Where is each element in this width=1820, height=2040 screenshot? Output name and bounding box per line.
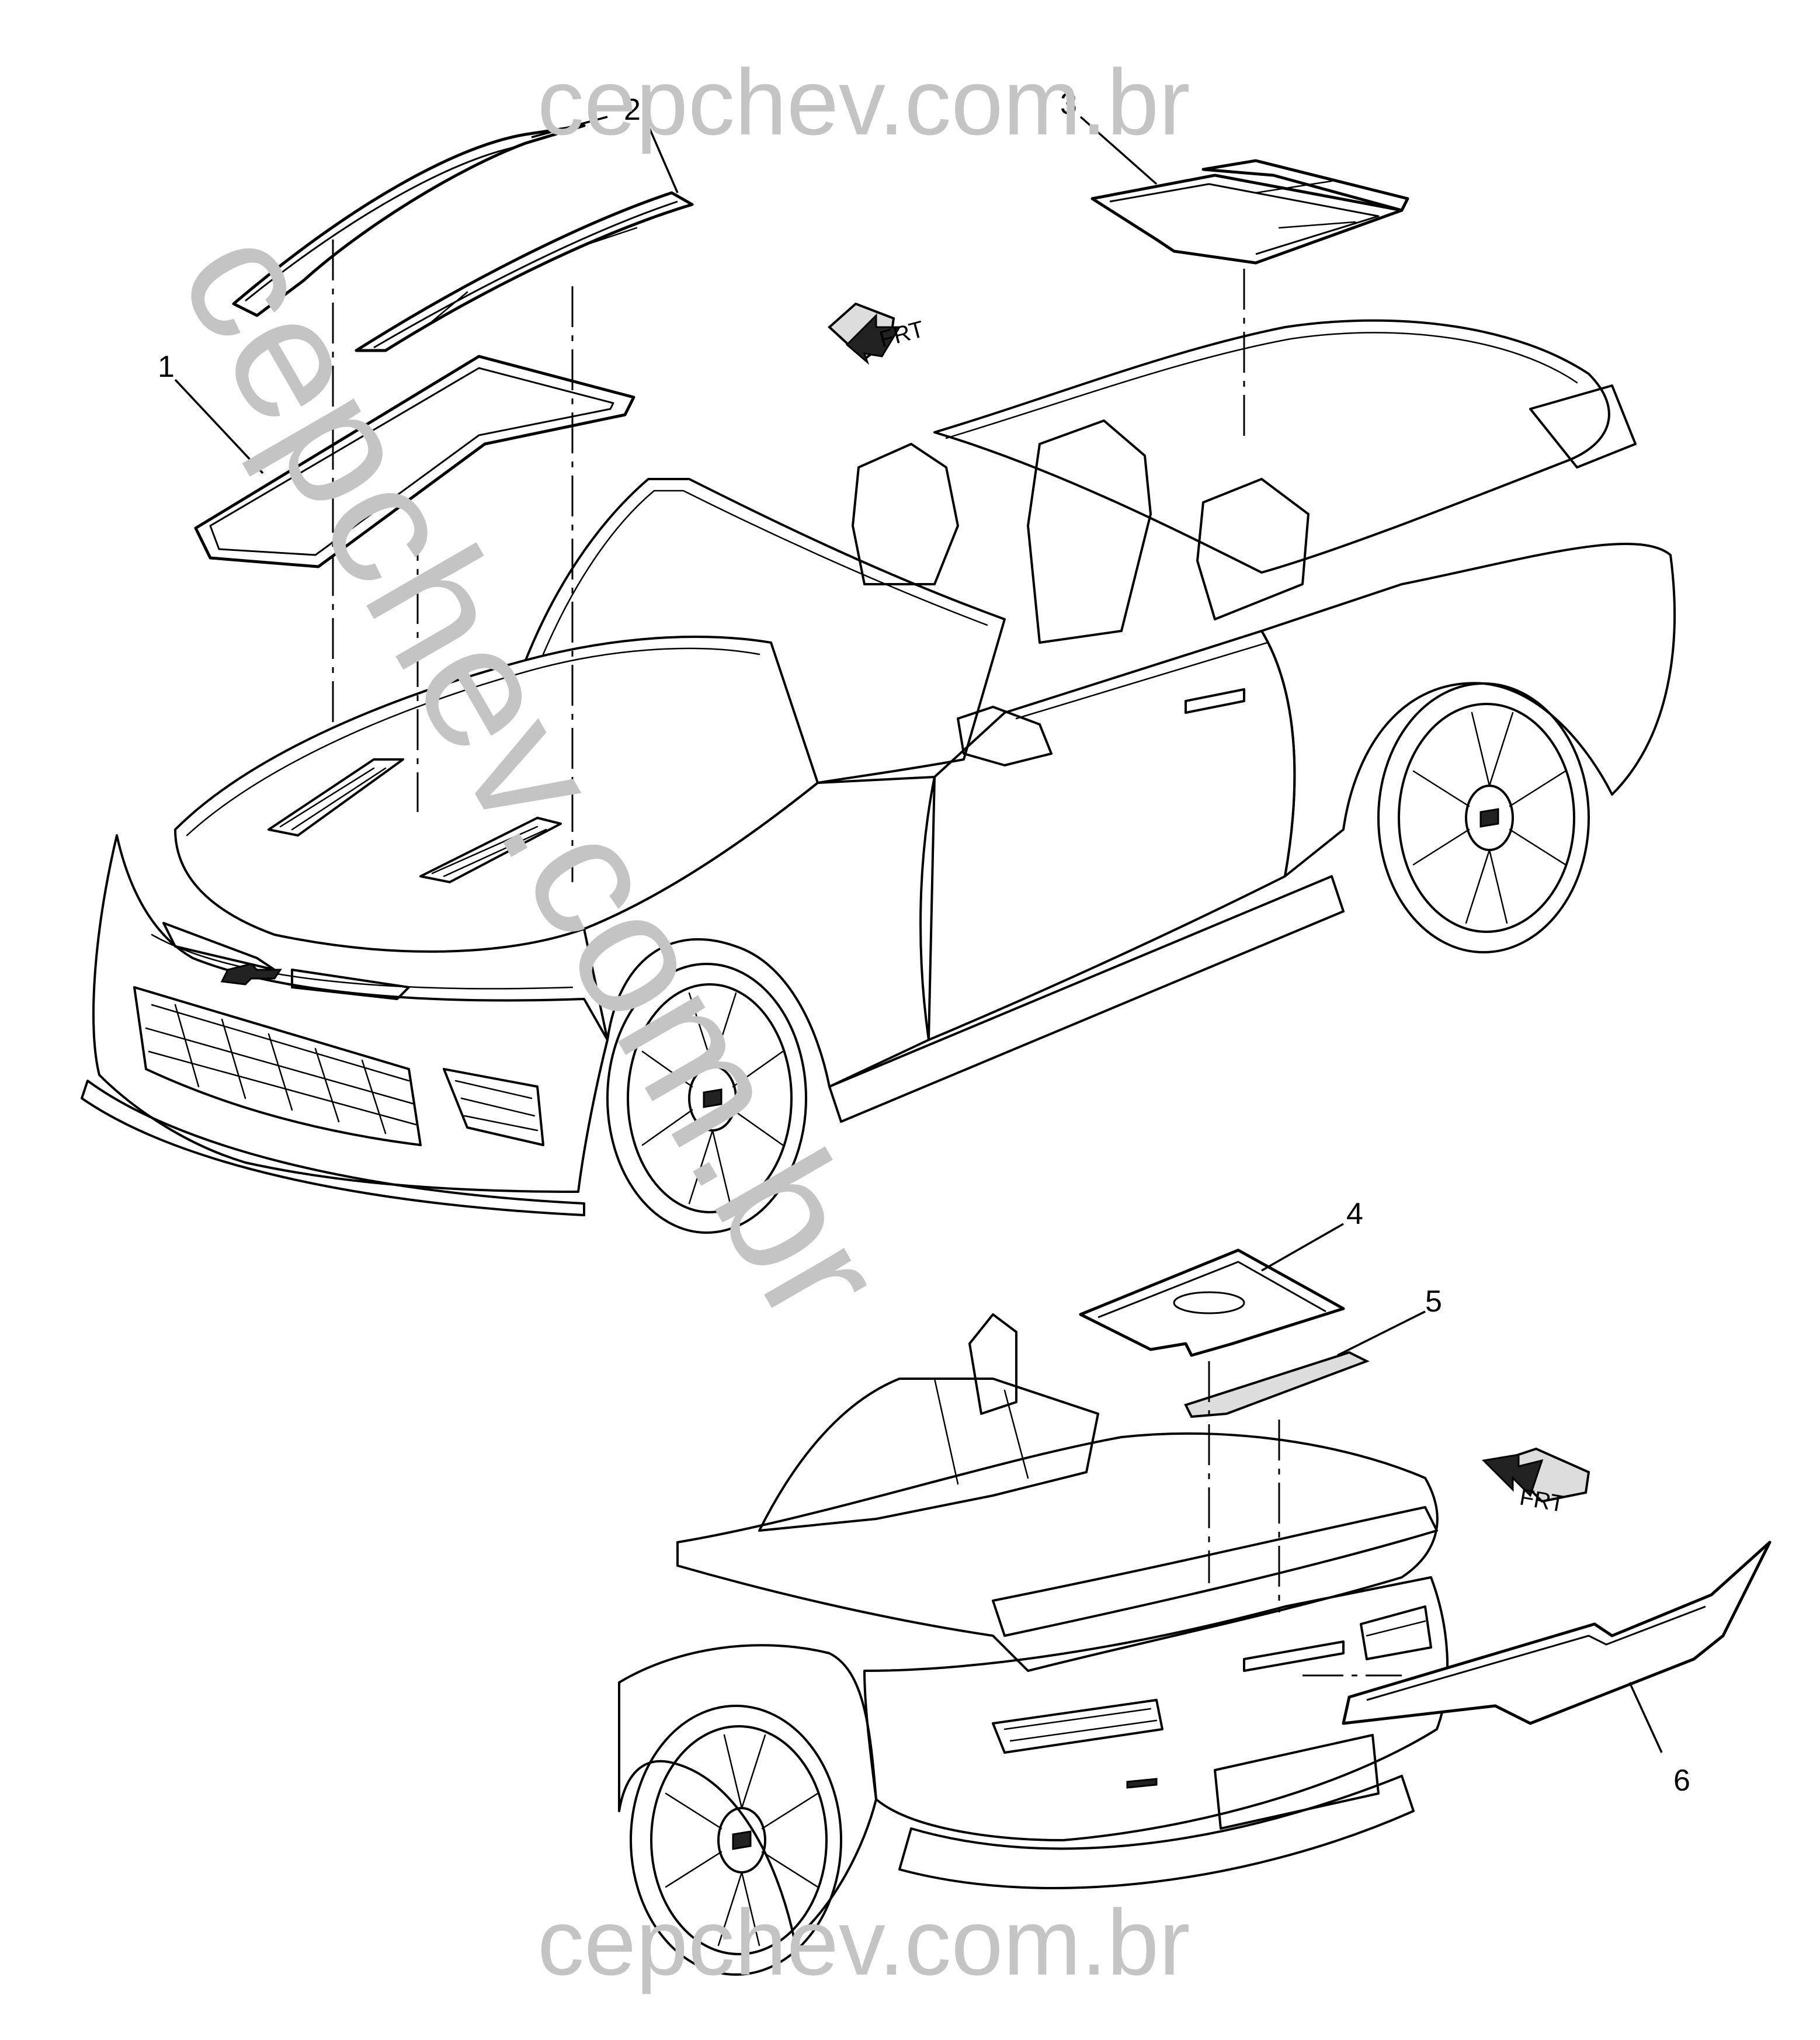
bowtie-emblem: [220, 963, 282, 986]
front-seat-left: [852, 443, 959, 585]
part-1-hood-decal: [194, 355, 635, 568]
rear-fender-rear-view: [618, 1644, 877, 1941]
front-car-illustration: [81, 319, 1676, 1234]
wheel-center-cap: [703, 1088, 723, 1108]
rear-seat: [1196, 478, 1310, 620]
hood-vent-right: [419, 817, 562, 883]
rear-fascia: [863, 1576, 1449, 1841]
grille: [133, 986, 422, 1146]
rear-interior: [758, 1378, 1099, 1532]
hood-vent-left: [268, 758, 404, 837]
rear-deck: [933, 319, 1610, 574]
rear-car-illustration: [618, 1313, 1449, 1976]
windshield-frame: [525, 478, 1006, 784]
headlight-right: [291, 969, 410, 1000]
rear-fender: [1260, 543, 1676, 877]
tail-light-left: [992, 1699, 1163, 1754]
part-3-deck-decal: [1090, 159, 1409, 265]
alignment-lines: [332, 240, 1402, 1677]
callout-numbers: 1 2 3 4 5 6: [158, 87, 1690, 1798]
part-2-vent-decal-right: [355, 191, 694, 352]
door-handle: [1185, 688, 1245, 714]
watermark-diagonal: cepchev.com.br: [142, 195, 925, 1354]
rear-spoiler-front-view: [1529, 384, 1637, 469]
front-duct-right: [443, 1068, 544, 1146]
watermark-bottom: cepchev.com.br: [537, 1890, 1190, 1994]
door: [919, 630, 1296, 1041]
trunk-lid: [676, 1432, 1439, 1672]
center-reverse-light: [1243, 1640, 1345, 1672]
front-seat-right: [1027, 419, 1152, 644]
headlight-left: [162, 922, 276, 971]
callout-1: 1: [158, 350, 175, 384]
side-mirror: [957, 706, 1053, 766]
frt-direction-indicator-top: FRT: [828, 302, 927, 365]
tail-light-right: [1360, 1605, 1432, 1660]
callout-4: 4: [1346, 1197, 1363, 1231]
part-4-trunk-decal: [1079, 1248, 1345, 1357]
part-5-panel-decal: [1184, 1351, 1370, 1418]
front-fender: [583, 776, 936, 1088]
watermark-top: cepchev.com.br: [537, 50, 1190, 154]
rear-wheel-rear-view: [630, 1705, 842, 1976]
front-fascia: [92, 834, 609, 1193]
rear-spoiler: [992, 1506, 1438, 1637]
front-splitter: [81, 1080, 585, 1216]
rear-seat-backrest: [968, 1313, 1017, 1415]
callout-2: 2: [624, 93, 641, 127]
frt-direction-indicator-bottom: FRT: [1481, 1447, 1590, 1517]
callout-leaders: [174, 116, 1663, 1753]
callout-3: 3: [1060, 87, 1077, 121]
rear-diffuser: [898, 1775, 1415, 1889]
callout-5: 5: [1425, 1285, 1442, 1319]
rocker-panel: [828, 875, 1345, 1123]
part-6-spoiler-decal: [1342, 1541, 1772, 1725]
rear-badge: [1126, 1778, 1158, 1789]
license-plate-area: [1214, 1734, 1380, 1830]
rear-wheel-front-view: [1377, 682, 1590, 953]
front-wheel: [606, 963, 807, 1234]
callout-6: 6: [1673, 1764, 1690, 1798]
